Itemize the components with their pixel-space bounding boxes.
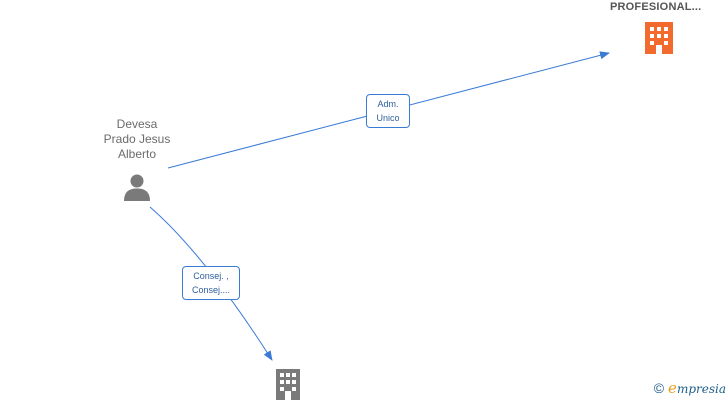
- brand-logo: © empresia: [654, 379, 726, 397]
- person-name[interactable]: Devesa Prado Jesus Alberto: [92, 117, 182, 162]
- brand-name-rest: mpresia: [676, 382, 726, 396]
- edge-label-line-2: Unico: [376, 113, 400, 123]
- person-name-line-2: Prado Jesus: [103, 132, 171, 146]
- person-icon[interactable]: [122, 172, 152, 202]
- person-name-line-1: Devesa: [116, 117, 158, 131]
- edge-label-adm-unico[interactable]: Adm. Unico: [366, 94, 410, 128]
- edge-label-line-2: Consej....: [191, 285, 231, 295]
- edge-label-consej[interactable]: Consej. , Consej....: [182, 266, 240, 300]
- brand-initial: e: [668, 379, 677, 397]
- building-icon[interactable]: [274, 368, 302, 400]
- company-top-name[interactable]: PROFESIONAL...: [610, 1, 702, 13]
- brand-name: empresia: [668, 379, 726, 397]
- copyright-symbol: ©: [653, 380, 665, 396]
- edge-label-line-1: Adm.: [377, 99, 399, 109]
- building-icon[interactable]: [643, 21, 675, 55]
- person-name-line-3: Alberto: [117, 147, 157, 161]
- edge-label-line-1: Consej. ,: [193, 271, 229, 281]
